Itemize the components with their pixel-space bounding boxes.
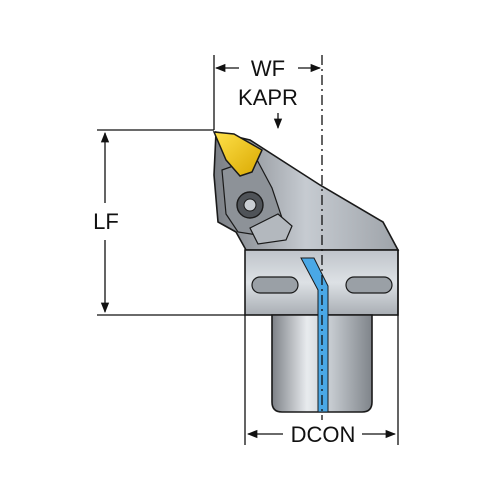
clamp-lever — [249, 213, 293, 245]
wf-label: WF — [251, 56, 285, 81]
left-slot — [251, 276, 299, 294]
right-slot — [345, 276, 393, 294]
dcon-label: DCON — [291, 422, 356, 447]
cutting-insert — [212, 131, 263, 177]
lf-label: LF — [93, 209, 119, 234]
dimensions — [97, 55, 399, 445]
coolant-channel — [300, 257, 329, 413]
clamp-screw-socket — [243, 198, 257, 212]
kapr-label: KAPR — [238, 85, 298, 110]
tool-body — [212, 131, 400, 413]
